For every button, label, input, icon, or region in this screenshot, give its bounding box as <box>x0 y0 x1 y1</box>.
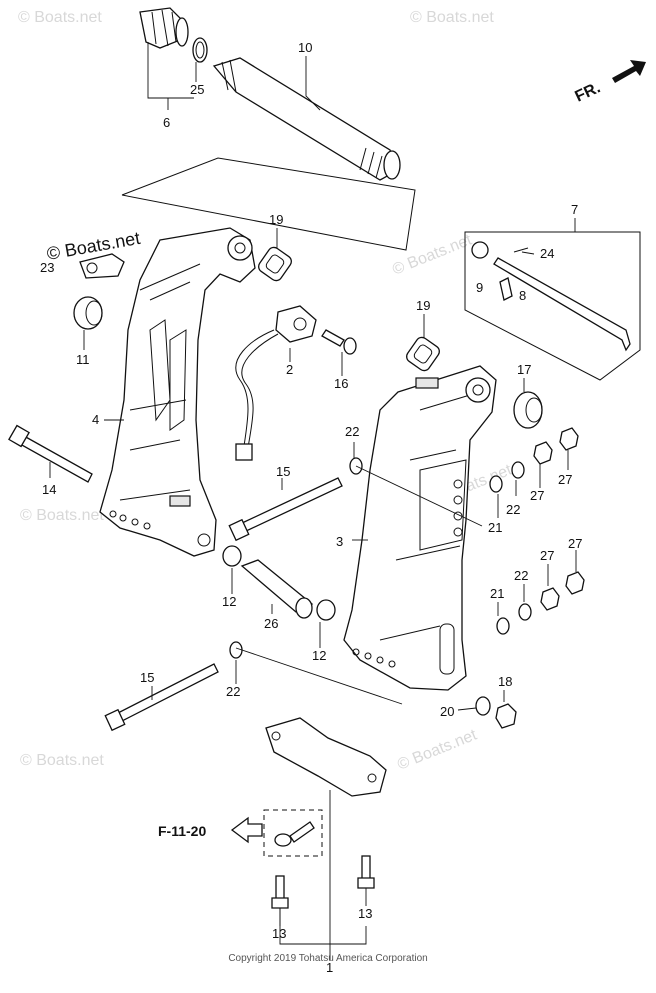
screw-icon <box>321 329 357 355</box>
spacer-tube-icon <box>240 559 314 619</box>
callout-13a: 13 <box>272 926 286 941</box>
callout-12b: 12 <box>312 648 326 663</box>
tilt-rod-kit-outline <box>464 231 641 381</box>
stopper-bracket-icon <box>265 717 387 797</box>
callout-9: 9 <box>476 280 483 295</box>
leader-lines <box>49 42 577 960</box>
connector-icon <box>274 821 315 847</box>
callout-25: 25 <box>190 82 204 97</box>
bolt-icon <box>104 663 219 732</box>
watermark: © Boats.net <box>20 752 104 769</box>
collar-icon <box>316 599 336 621</box>
callout-15b: 15 <box>140 670 154 685</box>
bolt-icon <box>228 477 343 542</box>
copyright-text: Copyright 2019 Tohatsu America Corporati… <box>228 953 427 964</box>
trim-sensor-icon <box>235 305 317 461</box>
callout-7: 7 <box>571 202 578 217</box>
front-label: FR. <box>573 79 604 105</box>
callout-22b: 22 <box>506 502 520 517</box>
callout-12a: 12 <box>222 594 236 609</box>
callout-3: 3 <box>336 534 343 549</box>
washer-icon <box>229 641 243 659</box>
callout-22a: 22 <box>345 424 359 439</box>
callout-24: 24 <box>540 246 554 261</box>
tilt-rod-icon <box>471 241 631 352</box>
callout-27a: 27 <box>530 488 544 503</box>
callout-4: 4 <box>92 412 99 427</box>
watermark: © Boats.net <box>410 9 494 26</box>
washer-icon <box>475 696 491 716</box>
watermark: © Boats.net <box>18 9 102 26</box>
callout-27d: 27 <box>540 548 554 563</box>
shaft-outline <box>121 157 416 251</box>
callout-2: 2 <box>286 362 293 377</box>
callout-8: 8 <box>519 288 526 303</box>
nut-icon <box>495 703 517 729</box>
shim-plate-icon <box>406 336 440 372</box>
callout-11: 11 <box>76 352 90 367</box>
callout-19a: 19 <box>269 212 283 227</box>
washer-icon <box>518 603 532 621</box>
callout-21a: 21 <box>488 520 502 535</box>
bushing-icon <box>139 7 189 49</box>
right-clamp-bracket <box>343 365 497 691</box>
nut-icon <box>540 587 560 611</box>
washer-icon <box>496 617 510 635</box>
reference-box <box>263 809 323 857</box>
nut-icon <box>559 427 579 451</box>
swivel-shaft-icon <box>212 57 401 181</box>
screw-icon <box>271 875 289 909</box>
screw-icon <box>357 855 375 889</box>
callout-26: 26 <box>264 616 278 631</box>
shim-plate-icon <box>258 246 292 282</box>
washer-icon <box>489 475 503 493</box>
callout-20: 20 <box>440 704 454 719</box>
callout-27c: 27 <box>568 536 582 551</box>
cable-clip-icon <box>79 253 125 279</box>
nut-icon <box>533 441 553 465</box>
watermark: © Boats.net <box>390 231 475 278</box>
bushing-icon <box>73 296 103 330</box>
front-arrow-icon <box>612 60 646 83</box>
callout-1: 1 <box>326 960 333 975</box>
callout-22c: 22 <box>514 568 528 583</box>
callout-21b: 21 <box>490 586 504 601</box>
callout-22d: 22 <box>226 684 240 699</box>
callout-16: 16 <box>334 376 348 391</box>
watermark: © Boats.net <box>20 507 104 524</box>
left-clamp-bracket <box>99 227 256 557</box>
callout-14: 14 <box>42 482 56 497</box>
bushing-icon <box>513 391 543 429</box>
callouts: 10 25 6 7 19 23 24 9 8 19 11 2 16 17 4 2… <box>40 40 582 975</box>
callout-10: 10 <box>298 40 312 55</box>
callout-23: 23 <box>40 260 54 275</box>
callout-17: 17 <box>517 362 531 377</box>
collar-icon <box>222 545 242 567</box>
o-ring-icon <box>192 37 208 63</box>
callout-6: 6 <box>163 115 170 130</box>
washer-icon <box>511 461 525 479</box>
callout-27b: 27 <box>558 472 572 487</box>
nut-icon <box>565 571 585 595</box>
watermark: © Boats.net <box>395 726 480 773</box>
reference-label: F-11-20 <box>158 823 206 839</box>
callout-15a: 15 <box>276 464 290 479</box>
callout-19b: 19 <box>416 298 430 313</box>
bolt-icon <box>8 424 93 483</box>
callout-13b: 13 <box>358 906 372 921</box>
left-arrow-icon <box>230 816 263 844</box>
callout-18: 18 <box>498 674 512 689</box>
